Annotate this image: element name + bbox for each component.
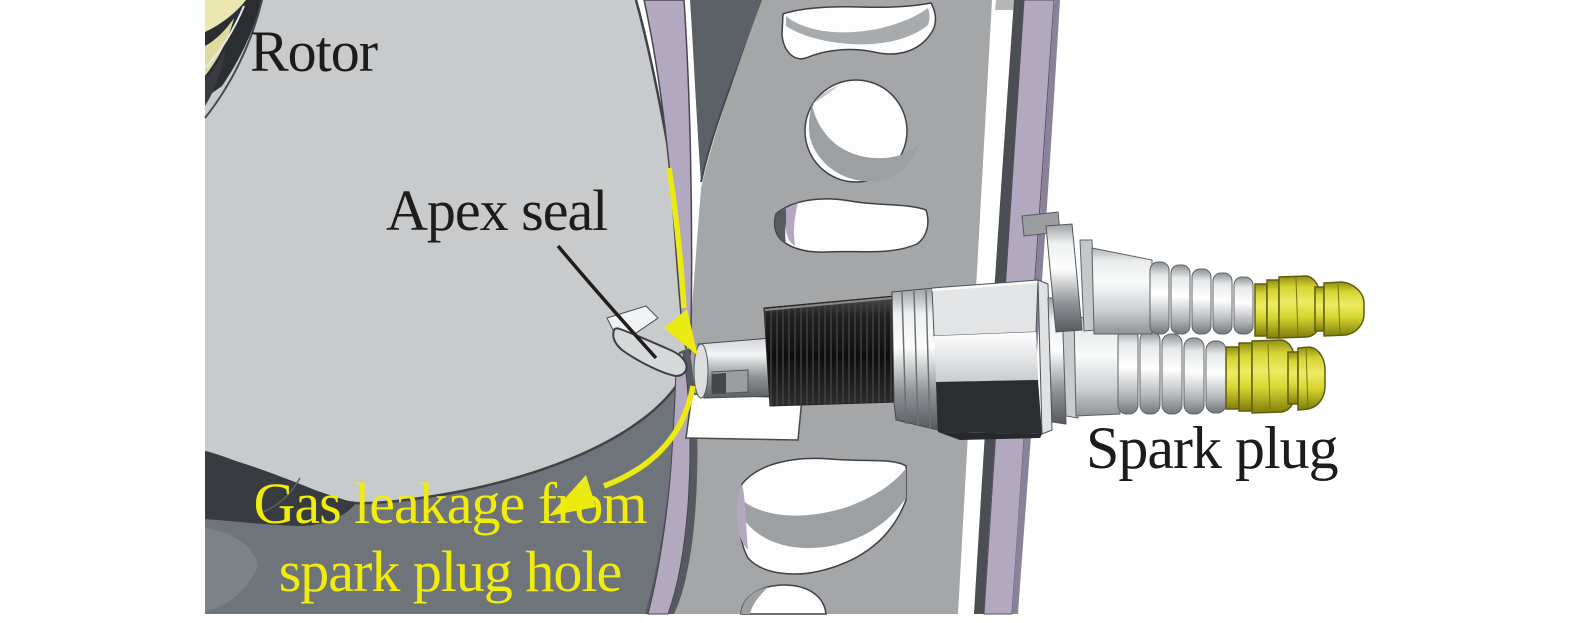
spark-plug-spare bbox=[1021, 211, 1365, 339]
plug-insulator-ribs bbox=[1149, 261, 1254, 335]
spark-plug-label: Spark plug bbox=[1086, 415, 1339, 481]
rotor-shape bbox=[204, 0, 692, 526]
plug-hex-nut bbox=[931, 279, 1053, 440]
gas-flow-arrow-down-icon bbox=[666, 167, 687, 309]
cooling-slot-mid bbox=[773, 198, 929, 253]
rotor-side-shadow bbox=[205, 452, 356, 526]
rotor-gear-fragment bbox=[204, 0, 263, 119]
apex-seal-label: Apex seal bbox=[386, 178, 608, 243]
housing-notch bbox=[989, 3, 1015, 84]
plug-insulator-ribs bbox=[1117, 327, 1227, 415]
cooling-slot-top bbox=[781, 2, 937, 60]
apex-seal-leader-line bbox=[556, 244, 658, 360]
cooling-hole-round bbox=[804, 79, 920, 183]
gas-leakage-label-line1: Gas leakage from bbox=[253, 471, 647, 536]
plug-terminal bbox=[1254, 275, 1365, 339]
annotation-graphics bbox=[549, 167, 698, 516]
gas-leakage-label-line2: spark plug hole bbox=[278, 539, 623, 604]
gas-leak-arrow-left-icon bbox=[603, 385, 696, 489]
spark-plug-installed bbox=[693, 279, 1326, 440]
gas-leakage-label: Gas leakage from spark plug hole bbox=[240, 470, 660, 606]
cooling-hole-partial bbox=[740, 584, 827, 615]
plug-terminal bbox=[1225, 339, 1326, 414]
cooling-slot-bottom bbox=[736, 457, 907, 575]
rotor-label: Rotor bbox=[250, 19, 378, 84]
